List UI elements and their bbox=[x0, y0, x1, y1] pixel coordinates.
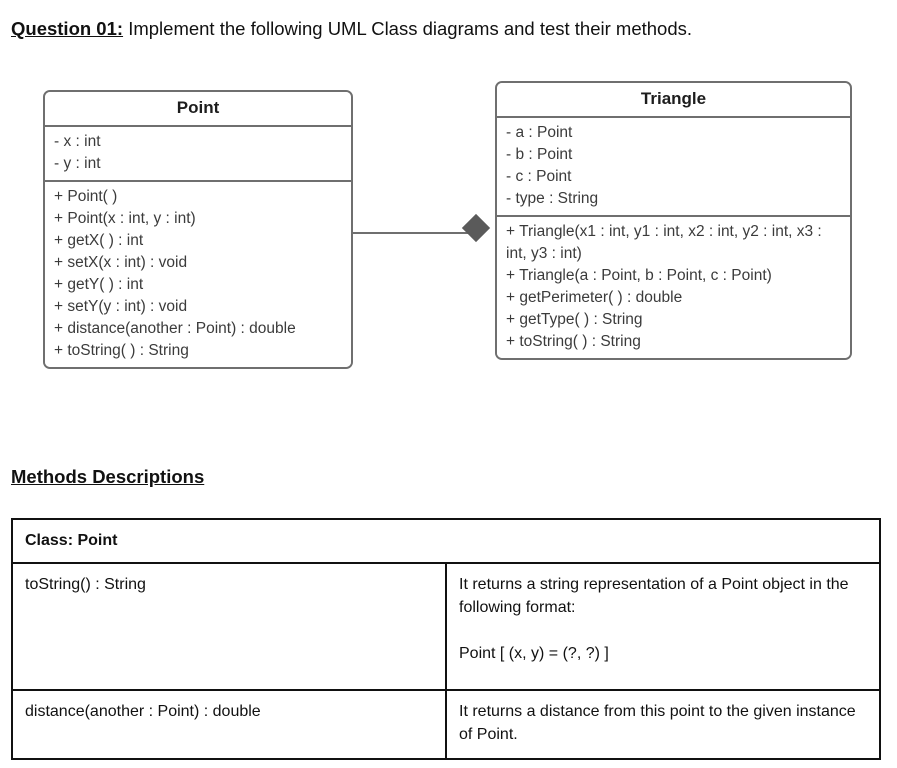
composition-diamond-icon bbox=[461, 213, 491, 243]
uml-method: + Triangle(x1 : int, y1 : int, x2 : int,… bbox=[506, 223, 822, 262]
uml-method: + Point(x : int, y : int) bbox=[54, 210, 196, 227]
uml-method: + Triangle(a : Point, b : Point, c : Poi… bbox=[506, 267, 772, 284]
table-row: toString() : String It returns a string … bbox=[11, 562, 881, 691]
uml-method: + setY(y : int) : void bbox=[54, 298, 188, 315]
question-text: Implement the following UML Class diagra… bbox=[123, 18, 693, 39]
description-paragraph: It returns a distance from this point to… bbox=[459, 703, 856, 743]
method-description: It returns a string representation of a … bbox=[445, 562, 881, 691]
uml-attribute: - y : int bbox=[54, 155, 101, 172]
uml-class-triangle-title: Triangle bbox=[497, 83, 850, 118]
uml-attribute: - x : int bbox=[54, 133, 101, 150]
association-line bbox=[353, 232, 483, 234]
uml-method: + Point( ) bbox=[54, 188, 118, 205]
uml-method: + getY( ) : int bbox=[54, 276, 144, 293]
uml-class-triangle: Triangle - a : Point - b : Point - c : P… bbox=[495, 81, 852, 360]
uml-attribute: - b : Point bbox=[506, 146, 573, 163]
method-signature: distance(another : Point) : double bbox=[11, 689, 447, 760]
uml-class-triangle-methods: + Triangle(x1 : int, y1 : int, x2 : int,… bbox=[497, 215, 850, 358]
uml-method: + getPerimeter( ) : double bbox=[506, 289, 683, 306]
table-header-class-point: Class: Point bbox=[11, 518, 881, 564]
uml-method: + getType( ) : String bbox=[506, 311, 643, 328]
methods-descriptions-table: Class: Point toString() : String It retu… bbox=[11, 518, 881, 760]
uml-attribute: - c : Point bbox=[506, 168, 572, 185]
uml-method: + distance(another : Point) : double bbox=[54, 320, 296, 337]
uml-attribute: - type : String bbox=[506, 190, 599, 207]
uml-method: + toString( ) : String bbox=[506, 333, 641, 350]
question-label: Question 01: bbox=[11, 18, 124, 39]
uml-class-point-methods: + Point( ) + Point(x : int, y : int) + g… bbox=[45, 180, 351, 367]
description-format: Point [ (x, y) = (?, ?) ] bbox=[459, 645, 609, 662]
uml-class-point-attributes: - x : int - y : int bbox=[45, 127, 351, 180]
uml-method: + toString( ) : String bbox=[54, 342, 189, 359]
method-signature: toString() : String bbox=[11, 562, 447, 691]
uml-class-point-title: Point bbox=[45, 92, 351, 127]
uml-class-point: Point - x : int - y : int + Point( ) + P… bbox=[43, 90, 353, 369]
uml-method: + getX( ) : int bbox=[54, 232, 144, 249]
uml-attribute: - a : Point bbox=[506, 124, 573, 141]
table-header-row: Class: Point bbox=[11, 518, 881, 564]
question-heading: Question 01: Implement the following UML… bbox=[11, 17, 886, 41]
uml-diagram: Point - x : int - y : int + Point( ) + P… bbox=[43, 81, 852, 369]
uml-class-triangle-attributes: - a : Point - b : Point - c : Point - ty… bbox=[497, 118, 850, 215]
table-row: distance(another : Point) : double It re… bbox=[11, 689, 881, 760]
methods-descriptions-heading: Methods Descriptions bbox=[11, 466, 205, 487]
description-paragraph: It returns a string representation of a … bbox=[459, 576, 849, 616]
uml-method: + setX(x : int) : void bbox=[54, 254, 188, 271]
method-description: It returns a distance from this point to… bbox=[445, 689, 881, 760]
